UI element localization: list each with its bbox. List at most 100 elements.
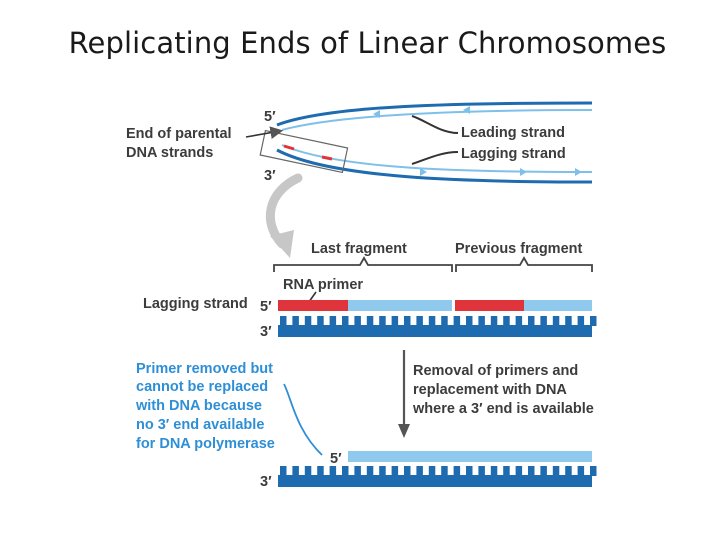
primer-note-line-2: cannot be replaced [136, 379, 268, 395]
end-parental-label-1: End of parental [126, 126, 232, 142]
template-tooth [280, 316, 287, 326]
template-tooth [540, 316, 547, 326]
lagging-arrow-3 [575, 168, 582, 176]
template-tooth [404, 316, 411, 326]
template-tooth [540, 466, 547, 476]
template-tooth [317, 316, 324, 326]
zoom-arrow [265, 173, 303, 258]
template-tooth [404, 466, 411, 476]
fork-primer-2 [321, 155, 333, 161]
template-tooth [379, 316, 386, 326]
template-tooth [478, 466, 485, 476]
removal-note-line-3: where a 3′ end is available [412, 401, 594, 417]
template-tooth [565, 316, 572, 326]
template-tooth [453, 466, 461, 476]
slide-title: Replicating Ends of Linear Chromosomes [68, 26, 667, 60]
template-tooth [292, 466, 299, 476]
bottom-template-teeth [280, 466, 597, 476]
top-five-prime: 5′ [264, 109, 276, 125]
template-tooth [565, 466, 572, 476]
template-tooth [552, 466, 560, 476]
leading-arrow-2 [373, 110, 380, 118]
template-tooth [503, 316, 510, 326]
template-tooth [379, 466, 386, 476]
last-fragment-dna [348, 300, 452, 311]
template-tooth [577, 466, 585, 476]
template-tooth [292, 316, 299, 326]
template-tooth [342, 316, 349, 326]
end-label-pointer [245, 126, 284, 139]
leading-pointer [411, 115, 459, 134]
template-tooth [354, 466, 361, 476]
template-tooth [478, 316, 485, 326]
template-tooth [503, 466, 510, 476]
primer-note-pointer [283, 383, 323, 456]
lagging-new-strand [281, 144, 593, 173]
template-tooth [590, 466, 597, 476]
leading-strand-label: Leading strand [461, 125, 565, 141]
last-fragment-brace [273, 256, 453, 272]
template-tooth [329, 466, 337, 476]
bottom-five-prime: 5′ [330, 451, 342, 467]
template-tooth [528, 466, 535, 476]
previous-fragment-brace [455, 256, 593, 272]
middle-lagging-label: Lagging strand [143, 296, 248, 312]
replication-fork-panel: 5′ 3′ End of parental DNA strands Leadin… [126, 101, 593, 184]
template-tooth [416, 466, 423, 476]
template-tooth [280, 466, 287, 476]
bottom-new-dna [348, 451, 592, 462]
template-tooth [515, 466, 523, 476]
template-tooth [552, 316, 560, 326]
template-tooth [391, 466, 399, 476]
template-tooth [577, 316, 585, 326]
template-tooth [428, 316, 436, 326]
template-tooth [329, 316, 337, 326]
previous-fragment-label: Previous fragment [455, 241, 582, 257]
last-fragment-primer [278, 300, 348, 311]
previous-fragment-dna [524, 300, 592, 311]
template-tooth [428, 466, 436, 476]
primer-removal-panel: Primer removed but cannot be replaced wi… [135, 350, 597, 490]
primer-note-line-1: Primer removed but [136, 361, 273, 377]
template-tooth [416, 316, 423, 326]
fork-primer-1 [283, 144, 295, 151]
rna-primer-label: RNA primer [283, 277, 363, 293]
previous-fragment-primer [455, 300, 524, 311]
primer-note-line-3: with DNA because [135, 398, 262, 414]
lagging-arrow-2 [520, 168, 527, 176]
middle-five-prime: 5′ [260, 299, 272, 315]
lagging-pointer [411, 151, 459, 165]
bottom-three-prime: 3′ [260, 474, 272, 490]
middle-three-prime: 3′ [260, 324, 272, 340]
template-tooth [354, 316, 361, 326]
template-tooth [441, 316, 448, 326]
template-tooth [304, 466, 312, 476]
lagging-strand-label: Lagging strand [461, 146, 566, 162]
template-tooth [317, 466, 324, 476]
template-tooth [466, 466, 473, 476]
zoom-box [259, 129, 349, 174]
lagging-arrow-1 [420, 168, 427, 176]
template-tooth [391, 316, 399, 326]
template-tooth [490, 466, 498, 476]
leading-arrow-1 [463, 106, 470, 114]
top-three-prime: 3′ [264, 168, 276, 184]
template-tooth [490, 316, 498, 326]
middle-template-teeth [280, 316, 597, 326]
lagging-strand-detail-panel: Last fragment Previous fragment RNA prim… [143, 241, 597, 340]
end-parental-label-2: DNA strands [126, 145, 213, 161]
bottom-template-backbone [278, 475, 592, 487]
parental-strand-bottom [276, 148, 593, 184]
template-tooth [366, 466, 374, 476]
last-fragment-label: Last fragment [311, 241, 407, 257]
parental-strand-top [276, 101, 593, 127]
template-tooth [590, 316, 597, 326]
primer-note-line-5: for DNA polymerase [136, 436, 275, 452]
primer-note-line-4: no 3′ end available [136, 417, 264, 433]
leading-new-strand [281, 109, 593, 131]
template-tooth [366, 316, 374, 326]
removal-note-line-1: Removal of primers and [413, 363, 578, 379]
template-tooth [453, 316, 461, 326]
template-tooth [515, 316, 523, 326]
